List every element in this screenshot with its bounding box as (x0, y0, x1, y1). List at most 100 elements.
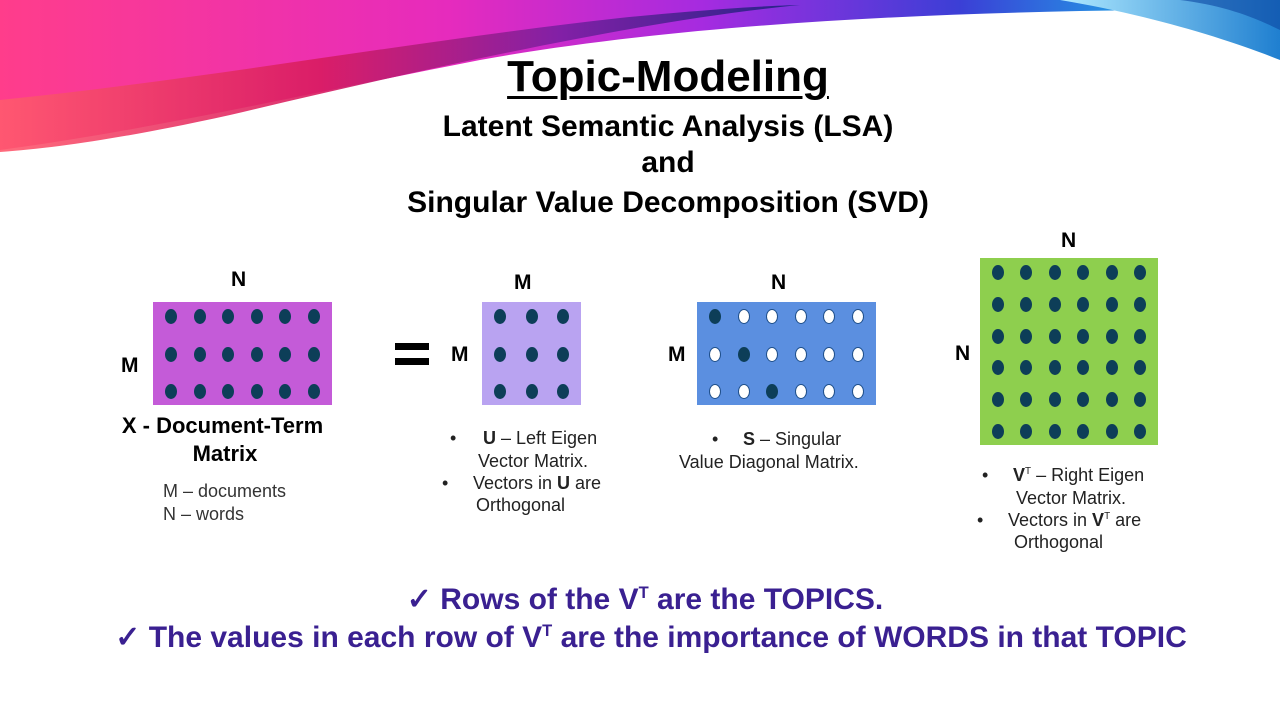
matrix-dot-filled (1020, 360, 1033, 376)
bullet-dot: • (977, 510, 984, 530)
matrix-dot-filled (557, 309, 569, 324)
matrix-dot-empty (737, 309, 750, 324)
conclusion-2-pre: The values in each row of V (148, 621, 543, 654)
vt-symbol-2-sup: T (1104, 511, 1111, 522)
matrix-dot-filled (525, 346, 538, 362)
s-matrix-side-label: M (668, 343, 686, 366)
matrix-dot-filled (1105, 296, 1118, 312)
matrix-dot-filled (193, 309, 206, 324)
matrix-dot-filled (1048, 392, 1061, 408)
matrix-dot-filled (279, 346, 292, 362)
conclusion-2-sup: T (542, 622, 553, 640)
matrix-dot-empty (766, 346, 779, 362)
x-matrix-caption-line-1: X - Document-Term (121, 413, 324, 438)
conclusion-2-post: are the importance of WORDS in that TOPI… (552, 621, 1187, 654)
header-swoosh-graphic (0, 0, 1280, 152)
matrix-dot-filled (222, 309, 235, 324)
vt-symbol-sup: T (1025, 466, 1032, 477)
matrix-dot-filled (1134, 296, 1146, 312)
equals-sign (395, 343, 429, 373)
vt-matrix-block (980, 258, 1158, 445)
matrix-dot-filled (1020, 296, 1033, 312)
conclusion-1-sup: T (638, 584, 649, 602)
matrix-dot-filled (1134, 328, 1146, 344)
matrix-dot-filled (1105, 360, 1118, 376)
s-matrix-top-label: N (771, 271, 787, 294)
vt-bullet-1-text: – Right Eigen (1031, 465, 1145, 485)
matrix-dot-filled (992, 328, 1004, 344)
matrix-dot-filled (308, 309, 320, 324)
u-bullet-2-line-2: Orthogonal (476, 495, 566, 515)
vt-matrix-top-label: N (1061, 229, 1077, 252)
matrix-dot-filled (494, 346, 506, 362)
matrix-dot-filled (1048, 296, 1061, 312)
matrix-dot-filled (992, 265, 1004, 280)
vt-bullet-2-pre: Vectors in (1008, 510, 1093, 530)
u-matrix-top-label: M (514, 271, 532, 294)
matrix-dot-filled (1077, 265, 1090, 280)
matrix-dot-filled (1105, 328, 1118, 344)
conclusion-line-2: ✓ The values in each row of VT are the i… (11, 620, 1280, 655)
u-bullet-1-line-2: Vector Matrix. (478, 451, 589, 471)
matrix-dot-filled (1048, 328, 1061, 344)
check-icon: ✓ (115, 621, 141, 654)
matrix-dot-filled (165, 346, 177, 362)
bullet-dot: • (450, 428, 457, 448)
s-bullet-1-line-2: Value Diagonal Matrix. (679, 452, 859, 472)
x-matrix-side-label: M (121, 354, 139, 377)
matrix-dot-empty (823, 346, 836, 362)
page-title: Topic-Modeling (507, 52, 829, 101)
conclusion-1-pre: Rows of the V (440, 583, 639, 616)
matrix-dot-filled (1105, 424, 1118, 439)
vt-bullet-1-line-2: Vector Matrix. (1016, 488, 1127, 508)
vt-symbol-2: V (1092, 510, 1105, 530)
x-matrix-caption-line-2: Matrix (192, 441, 258, 466)
s-matrix-block (697, 302, 876, 405)
subtitle-line-1: Latent Semantic Analysis (LSA) (442, 110, 894, 143)
u-symbol-2: U (557, 473, 571, 493)
matrix-dot-filled (992, 296, 1004, 312)
matrix-dot-filled (1105, 392, 1118, 408)
matrix-dot-empty (823, 384, 836, 399)
matrix-dot-filled (165, 309, 177, 324)
matrix-dot-filled (1048, 424, 1061, 439)
matrix-dot-empty (852, 346, 864, 362)
matrix-dot-filled (165, 384, 177, 399)
subtitle-line-2: and (641, 146, 695, 179)
u-symbol: U (483, 428, 496, 448)
u-matrix-side-label: M (451, 343, 469, 366)
matrix-dot-filled (525, 309, 538, 324)
bullet-dot: • (442, 473, 449, 493)
x-matrix-note-documents: M – documents (163, 481, 287, 501)
u-bullet-2-pre: Vectors in (473, 473, 558, 493)
matrix-dot-filled (1020, 424, 1033, 439)
matrix-dot-filled (494, 309, 506, 324)
matrix-dot-filled (308, 346, 320, 362)
matrix-dot-empty (709, 346, 721, 362)
matrix-dot-filled (308, 384, 320, 399)
matrix-dot-filled (1134, 392, 1146, 408)
s-bullet-1-text: – Singular (755, 429, 842, 449)
matrix-dot-empty (852, 384, 864, 399)
matrix-dot-empty (823, 309, 836, 324)
x-matrix-note-words: N – words (163, 504, 245, 524)
matrix-dot-filled (250, 384, 263, 399)
matrix-dot-filled (279, 384, 292, 399)
matrix-dot-filled (992, 424, 1004, 439)
u-bullet-2-post: are (570, 473, 602, 493)
matrix-dot-filled (709, 309, 721, 324)
s-symbol: S (743, 429, 756, 449)
subtitle-line-3: Singular Value Decomposition (SVD) (407, 186, 929, 219)
matrix-dot-filled (1134, 360, 1146, 376)
matrix-dot-filled (222, 346, 235, 362)
bullet-dot: • (982, 465, 989, 485)
matrix-dot-filled (1105, 265, 1118, 280)
bullet-dot: • (712, 429, 719, 449)
matrix-dot-empty (794, 384, 807, 399)
matrix-dot-filled (250, 346, 263, 362)
vt-bullet-2-line-2: Orthogonal (1014, 532, 1104, 552)
x-matrix-block (153, 302, 332, 405)
matrix-dot-filled (1134, 265, 1146, 280)
matrix-dot-filled (992, 392, 1004, 408)
matrix-dot-filled (557, 384, 569, 399)
